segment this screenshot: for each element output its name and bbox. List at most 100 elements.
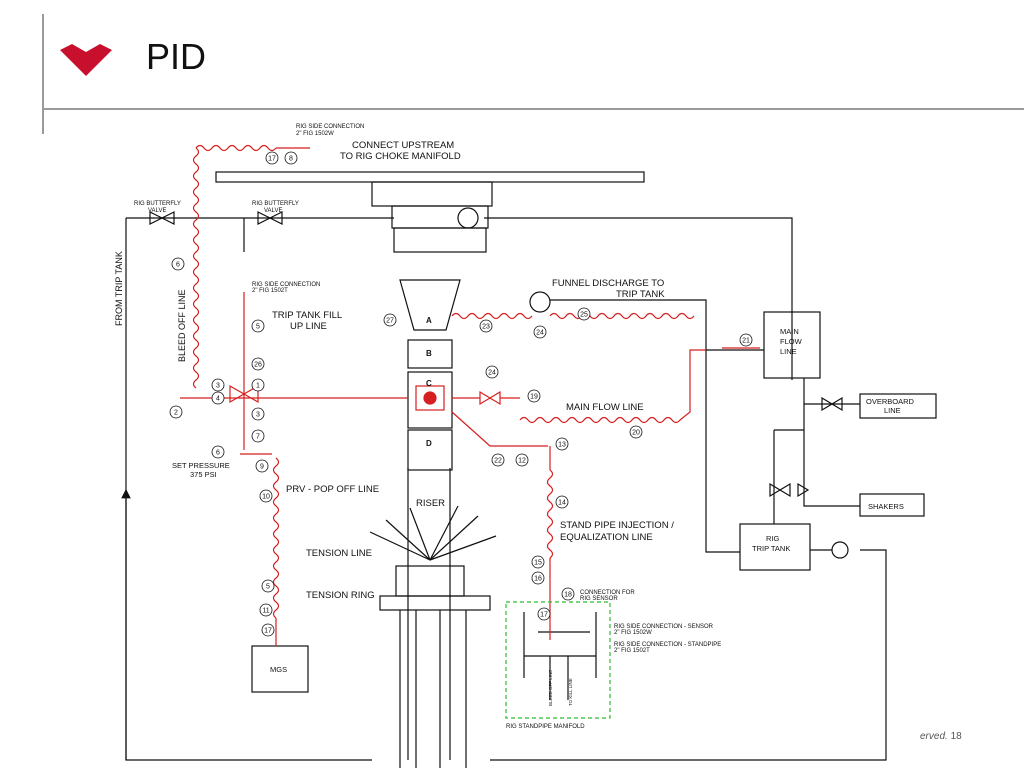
callout-circle	[485, 365, 499, 379]
brand-logo-icon	[60, 44, 112, 76]
callout-number: 27	[386, 318, 394, 325]
rig-bfv-left-label-2: VALVE	[148, 208, 166, 214]
section-a-label: A	[426, 316, 432, 325]
overboard-label: OVERBOARD	[866, 397, 915, 406]
main-flow-line-box	[763, 311, 821, 379]
pump-icon	[529, 291, 551, 313]
rig-side-conn-mid-sub: 2" FIG 1502T	[252, 288, 288, 294]
callout-circle	[533, 325, 547, 339]
rig-side-conn-top-sub: 2" FIG 1502W	[296, 131, 334, 137]
tension-line-label: TENSION LINE	[306, 548, 372, 559]
header: PID	[0, 0, 1024, 134]
callout-circle	[555, 495, 569, 509]
bleed-off-line-label: BLEED OFF LINE	[177, 289, 187, 362]
callout-number: 21	[742, 338, 750, 345]
rig-side-standpipe-sub: 2" FIG 1502T	[614, 648, 650, 654]
callout-circle	[251, 357, 265, 371]
page-title: PID	[146, 36, 207, 77]
bleed-off-hose	[192, 147, 200, 389]
callout-number: 9	[260, 464, 264, 471]
black-piping	[121, 171, 937, 768]
callout-number: 19	[530, 394, 538, 401]
funnel-discharge-label: FUNNEL DISCHARGE TO	[552, 278, 664, 289]
callout-circle	[515, 453, 529, 467]
callout-circle	[261, 623, 275, 637]
from-trip-tank-label: FROM TRIP TANK	[114, 251, 124, 326]
prv-line-label: PRV - POP OFF LINE	[286, 484, 379, 495]
mgs-box	[251, 645, 309, 693]
callout-circle	[527, 389, 541, 403]
callout-number: 22	[494, 458, 502, 465]
shakers-box	[859, 493, 925, 517]
callout-number: 5	[256, 324, 260, 331]
callout-number: 4	[216, 396, 220, 403]
choke-manifold-platform	[215, 171, 645, 183]
callout-number: 5	[266, 584, 270, 591]
callout-circle	[577, 307, 591, 321]
riser-label: RISER	[416, 498, 445, 509]
rig-bfv-mid-label: RIG BUTTERFLY	[252, 201, 299, 207]
header-vertical-rule	[42, 14, 44, 134]
bleed-off-hose-top	[195, 144, 277, 152]
callout-circle	[211, 378, 225, 392]
callout-circle	[531, 571, 545, 585]
callout-circle	[251, 429, 265, 443]
section-d-label: D	[426, 439, 432, 448]
footer-rights: erved.	[920, 731, 948, 742]
rig-standpipe-manifold-box	[505, 601, 611, 719]
callout-number: 13	[558, 442, 566, 449]
callout-number: 17	[540, 612, 548, 619]
callout-circle	[255, 459, 269, 473]
callout-number: 18	[564, 592, 572, 599]
rig-standpipe-manifold-label: RIG STANDPIPE MANIFOLD	[506, 724, 585, 730]
section-b-label: B	[426, 349, 432, 358]
callout-circle	[629, 425, 643, 439]
bleed-off-line-small-label: BLEED OFF LINE	[548, 670, 553, 706]
callout-number: 24	[488, 370, 496, 377]
to-kill-line-label: TO KILL LINE	[568, 678, 573, 706]
trip-tank-fill-label-2: UP LINE	[290, 321, 327, 332]
callout-number: 12	[518, 458, 526, 465]
callout-circle	[555, 437, 569, 451]
callout-circle	[531, 555, 545, 569]
standpipe-label-2: EQUALIZATION LINE	[560, 532, 653, 543]
callout-number: 1	[256, 383, 260, 390]
connect-upstream-label: CONNECT UPSTREAM	[352, 140, 454, 151]
callout-number: 6	[176, 262, 180, 269]
main-flow-box-label-2: FLOW	[780, 337, 803, 346]
callout-circle	[251, 378, 265, 392]
callout-number: 15	[534, 560, 542, 567]
callout-circle	[739, 333, 753, 347]
callout-circle	[265, 151, 279, 165]
callout-circle	[479, 319, 493, 333]
set-pressure-label: SET PRESSURE	[172, 461, 230, 470]
red-piping	[180, 144, 760, 646]
callout-circle	[261, 579, 275, 593]
callout-circle	[383, 313, 397, 327]
conn-sensor-label: CONNECTION FOR	[580, 590, 635, 596]
rig-bfv-left-label: RIG BUTTERFLY	[134, 201, 181, 207]
tension-ring-label: TENSION RING	[306, 590, 375, 601]
callout-number: 2	[174, 410, 178, 417]
shakers-label: SHAKERS	[868, 502, 904, 511]
rig-side-standpipe-label: RIG SIDE CONNECTION - STANDPIPE	[614, 642, 721, 648]
callout-circle	[211, 445, 225, 459]
header-divider	[42, 108, 1024, 110]
callout-circle	[259, 603, 273, 617]
rig-trip-tank-label-2: TRIP TANK	[752, 544, 790, 553]
callout-number: 3	[216, 383, 220, 390]
callout-circle	[211, 391, 225, 405]
callout-circle	[169, 405, 183, 419]
conn-sensor-label-2: RIG SENSOR	[580, 596, 618, 602]
callout-number: 11	[262, 608, 269, 615]
callout-circle	[561, 587, 575, 601]
rig-side-sensor-label: RIG SIDE CONNECTION - SENSOR	[614, 624, 714, 630]
rig-side-conn-top-label: RIG SIDE CONNECTION	[296, 124, 364, 130]
callout-number: 6	[216, 450, 220, 457]
standpipe-label: STAND PIPE INJECTION /	[560, 520, 674, 531]
callout-number: 26	[254, 362, 262, 369]
main-flow-box-label-1: MAIN	[780, 327, 799, 336]
callout-number: 8	[289, 156, 293, 163]
